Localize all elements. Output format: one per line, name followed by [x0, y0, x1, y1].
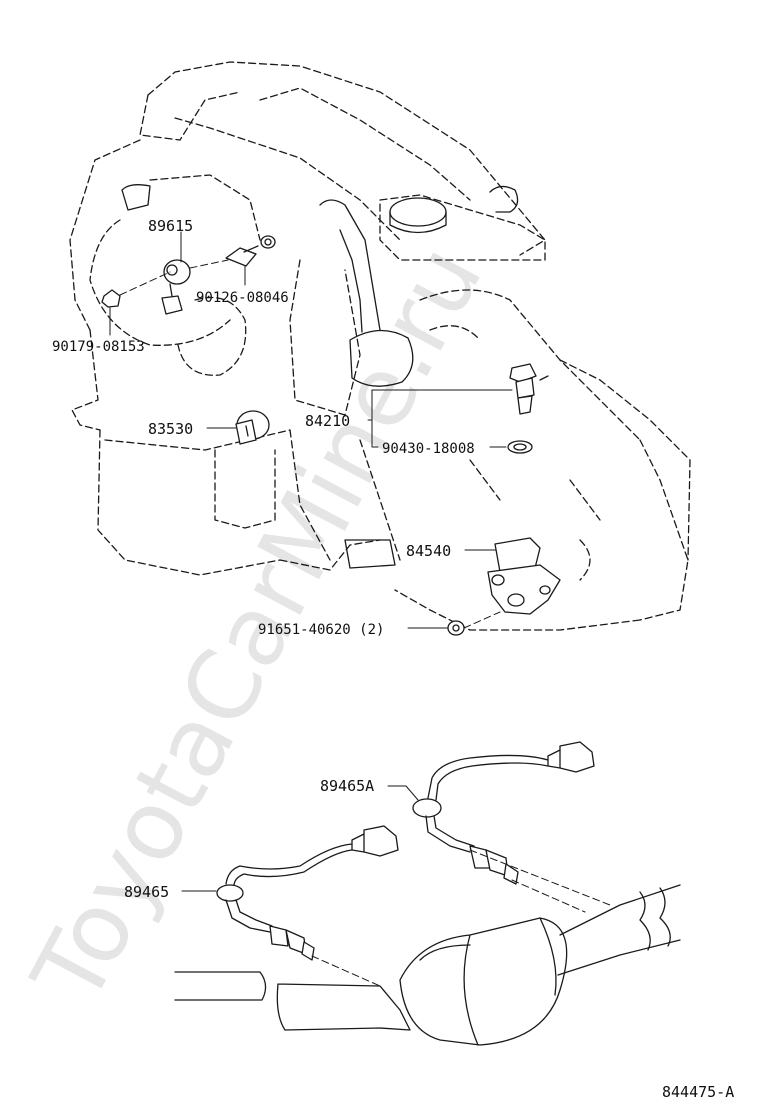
exhaust-pipe-converter — [174, 849, 681, 1046]
switch-84540 — [487, 537, 561, 615]
label-84210: 84210 — [305, 412, 350, 430]
label-89465A: 89465A — [320, 777, 374, 795]
oxygen-sensor-89465 — [216, 825, 399, 987]
label-89465: 89465 — [124, 883, 169, 901]
label-90430-18008: 90430-18008 — [382, 441, 475, 457]
nut-90179 — [101, 289, 121, 308]
label-90126-08046: 90126-08046 — [196, 290, 289, 306]
sender-84210 — [509, 363, 549, 415]
figure-code: 844475-A — [662, 1083, 734, 1101]
label-83530: 83530 — [148, 420, 193, 438]
label-91651-40620: 91651-40620 (2) — [258, 622, 384, 638]
leader-lines — [109, 231, 513, 629]
leader-89465A — [387, 785, 419, 801]
sensor-89615 — [161, 259, 191, 315]
label-84540: 84540 — [406, 542, 451, 560]
bolt-91651 — [447, 620, 465, 636]
bolt-90126 — [225, 235, 276, 267]
oxygen-sensor-89465A — [412, 741, 595, 913]
gasket-90430 — [507, 440, 533, 454]
label-89615: 89615 — [148, 217, 193, 235]
label-90179-08153: 90179-08153 — [52, 339, 145, 355]
switch-83530 — [235, 410, 270, 445]
